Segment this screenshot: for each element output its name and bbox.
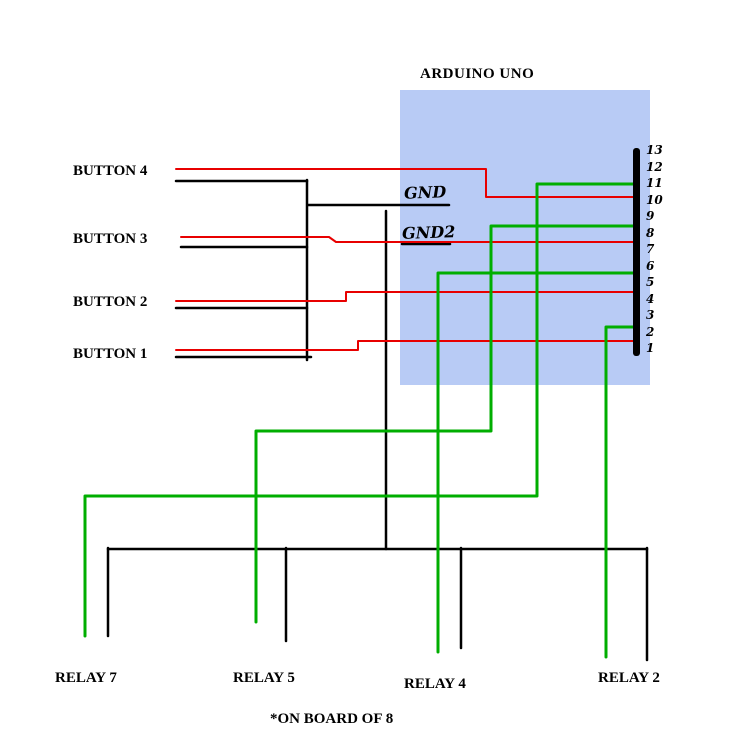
pin-number: 7 xyxy=(646,242,655,256)
pin-number: 12 xyxy=(646,159,663,174)
button-1-label: BUTTON 1 xyxy=(73,346,148,362)
pin-number: 13 xyxy=(646,143,663,157)
relay-7-label: RELAY 7 xyxy=(55,670,117,686)
pin-header-bar xyxy=(633,148,640,356)
relay-2-label: RELAY 2 xyxy=(598,670,660,686)
board-title: ARDUINO UNO xyxy=(420,66,535,82)
pin-number: 3 xyxy=(646,308,655,322)
gnd2-label: GND2 xyxy=(401,222,456,243)
pin-numbers: 13 12 11 10 9 8 7 6 5 4 3 2 1 xyxy=(646,144,663,354)
wire-relay2-signal xyxy=(604,325,636,659)
pin-number: 6 xyxy=(646,258,655,273)
pin-number: 8 xyxy=(646,225,655,240)
wire-button4-signal xyxy=(175,168,635,198)
gnd-label: GND xyxy=(403,182,447,203)
footnote: *ON BOARD OF 8 xyxy=(270,711,394,727)
arduino-board xyxy=(400,90,650,385)
pin-number: 4 xyxy=(646,291,655,306)
pin-number: 5 xyxy=(646,275,655,289)
wire-relay7-signal xyxy=(83,182,636,638)
relay-5-label: RELAY 5 xyxy=(233,670,295,686)
wire-relay5-signal xyxy=(254,224,636,624)
pin-number: 9 xyxy=(646,209,655,223)
wire-button2-signal xyxy=(175,291,635,302)
wire-button1-signal xyxy=(175,340,635,351)
pin-number: 11 xyxy=(646,176,663,190)
relay-4-label: RELAY 4 xyxy=(404,676,466,692)
wire-relay4-signal xyxy=(436,271,636,654)
pin-number: 2 xyxy=(646,324,655,339)
wire-button3-signal xyxy=(180,236,635,243)
button-3-label: BUTTON 3 xyxy=(73,231,148,247)
pin-number: 10 xyxy=(646,192,663,207)
button-4-label: BUTTON 4 xyxy=(73,163,148,179)
button-2-label: BUTTON 2 xyxy=(73,294,148,310)
pin-number: 1 xyxy=(646,341,655,355)
